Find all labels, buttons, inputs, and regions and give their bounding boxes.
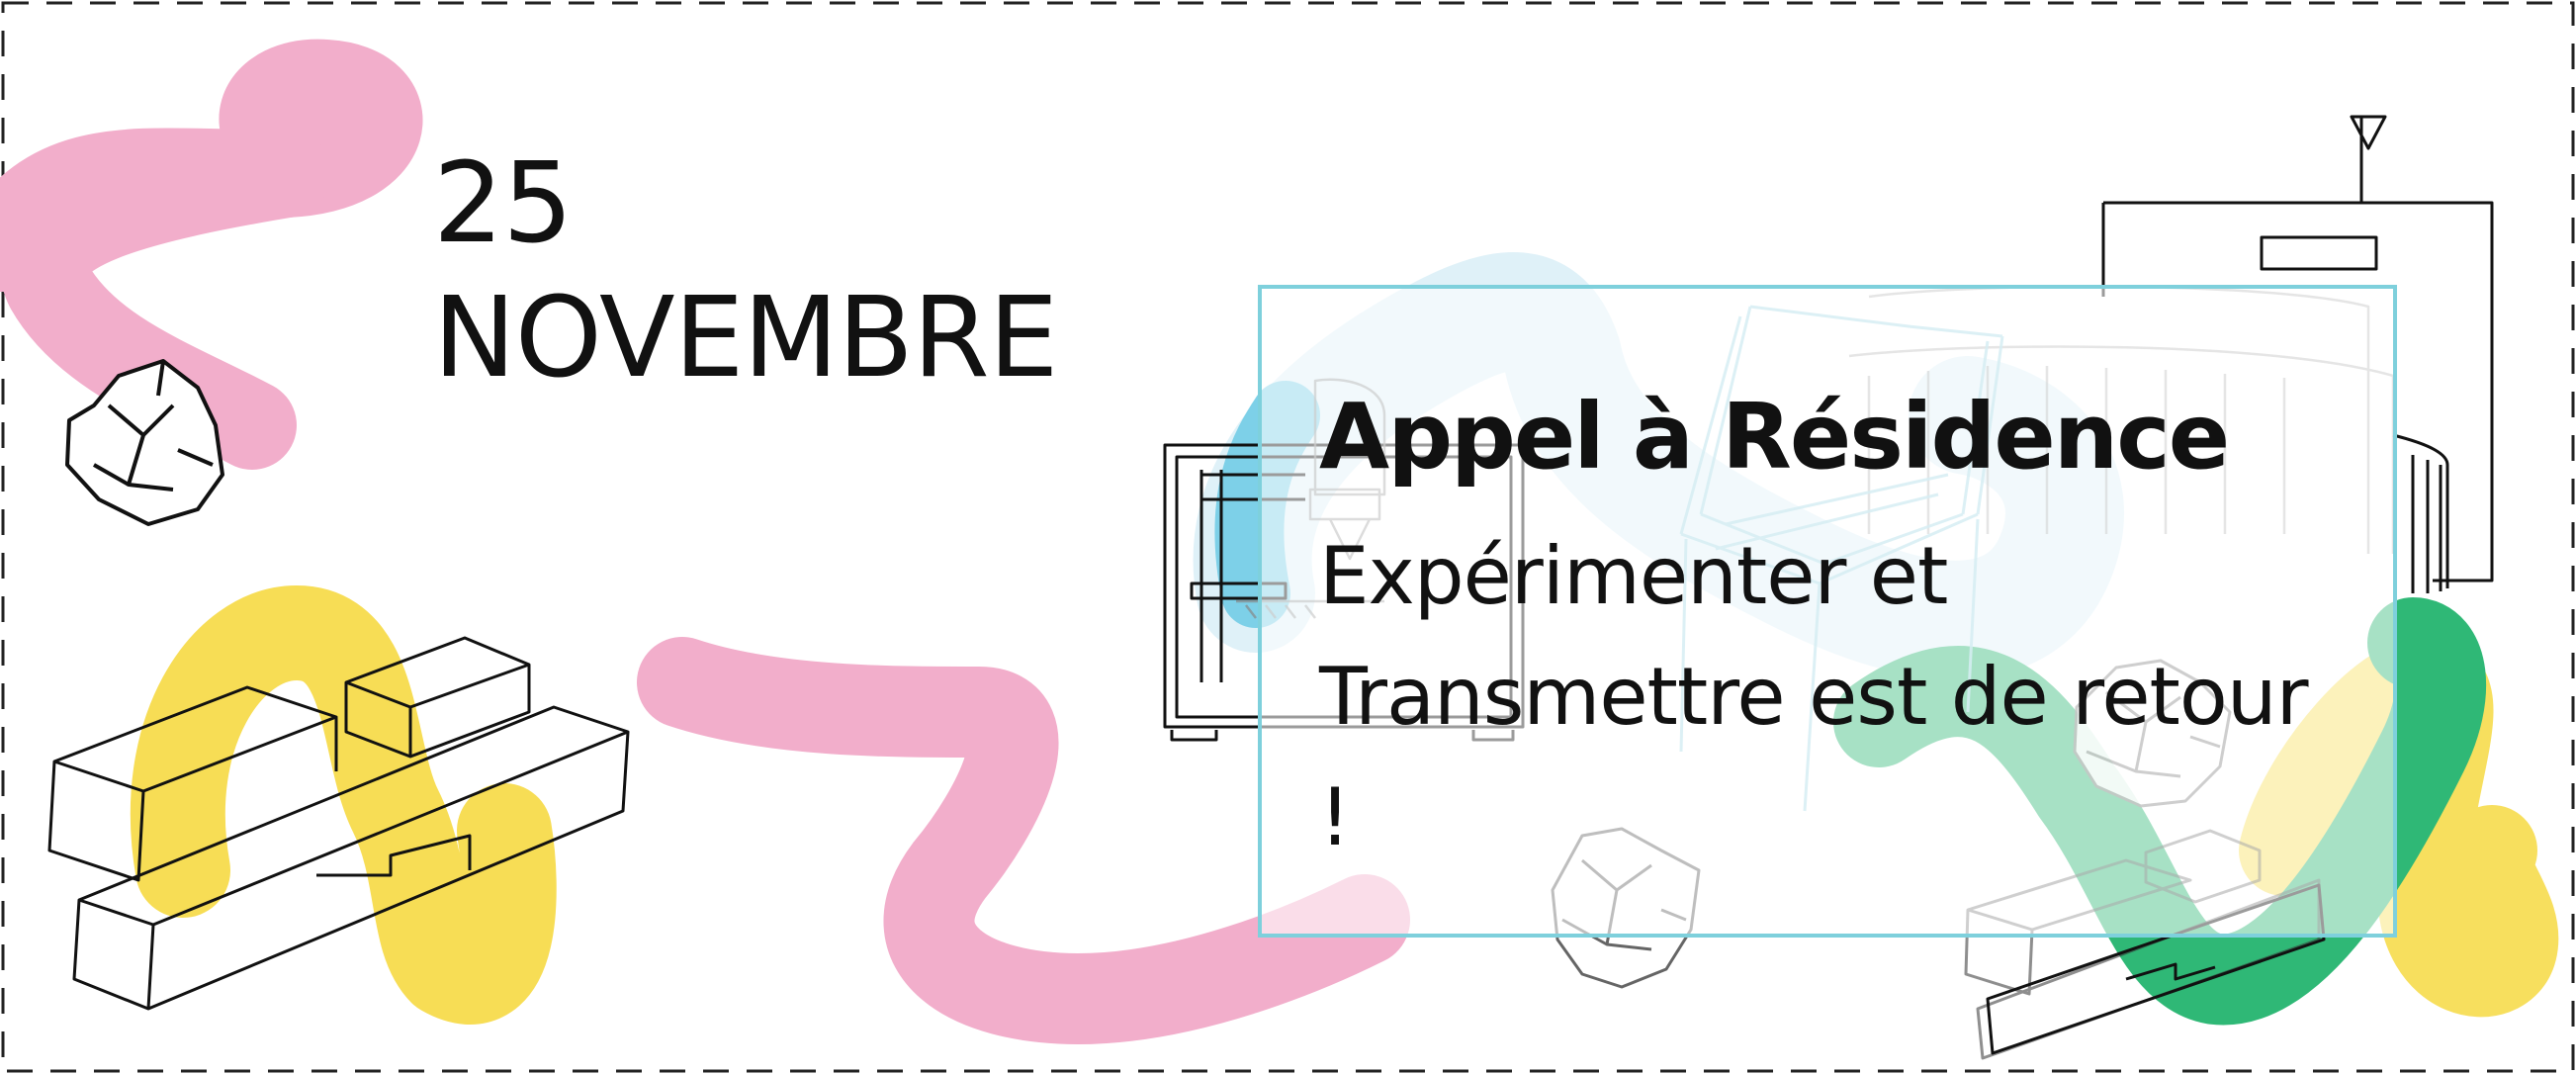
pink-squiggle-icon bbox=[0, 39, 423, 470]
building-icon bbox=[2101, 115, 2494, 593]
wood-blocks-icon bbox=[47, 636, 630, 1011]
date-month: NOVEMBRE bbox=[433, 274, 1058, 403]
yellow-squiggle-icon bbox=[130, 585, 557, 1025]
event-date: 25 NOVEMBRE bbox=[433, 139, 1058, 417]
pink-squiggle-icon bbox=[637, 637, 1410, 1044]
announcement-card: Appel à Résidence Expérimenter et Transm… bbox=[1258, 285, 2397, 938]
date-day: 25 bbox=[433, 139, 574, 268]
crumpled-paper-icon bbox=[65, 359, 224, 526]
announcement-title: Appel à Résidence bbox=[1319, 384, 2230, 490]
announcement-description: Expérimenter et Transmettre est de retou… bbox=[1319, 530, 2308, 863]
